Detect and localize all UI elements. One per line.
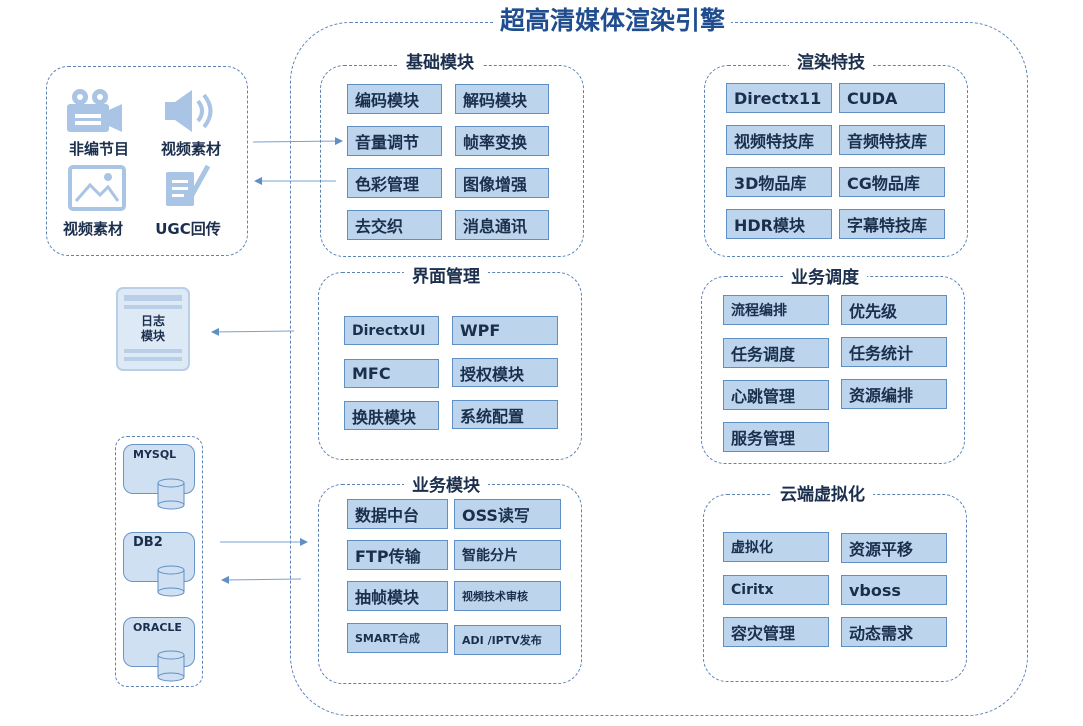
module-data-platform[interactable]: 数据中台 (347, 499, 448, 529)
module-subtitle-fx[interactable]: 字幕特技库 (839, 209, 945, 239)
module-resource-orch[interactable]: 资源编排 (841, 379, 947, 409)
module-video-review[interactable]: 视频技术审核 (454, 581, 561, 611)
module-smart-compose[interactable]: SMART合成 (347, 623, 448, 653)
module-vboss[interactable]: vboss (841, 575, 947, 605)
group-title-dispatch: 业务调度 (783, 268, 867, 288)
module-framerate[interactable]: 帧率变换 (455, 126, 549, 156)
module-deinterlace[interactable]: 去交织 (347, 210, 442, 240)
database-panel (115, 436, 203, 687)
module-resource-migrate[interactable]: 资源平移 (841, 533, 947, 563)
module-video-fx[interactable]: 视频特技库 (726, 125, 832, 155)
group-title-ui: 界面管理 (404, 267, 488, 287)
module-virtualization[interactable]: 虚拟化 (723, 532, 829, 562)
module-cuda[interactable]: CUDA (839, 83, 945, 113)
db-label-oracle: ORACLE (133, 621, 182, 634)
module-frame-extract[interactable]: 抽帧模块 (347, 581, 448, 611)
module-sysconfig[interactable]: 系统配置 (452, 400, 558, 429)
source-label-program: 非编节目 (68, 140, 129, 158)
module-directxui[interactable]: DirectxUI (344, 316, 439, 345)
module-workflow[interactable]: 流程编排 (723, 295, 829, 325)
module-service-mgmt[interactable]: 服务管理 (723, 422, 829, 452)
module-license[interactable]: 授权模块 (452, 358, 558, 387)
page-title: 超高清媒体渲染引擎 (494, 5, 732, 37)
source-label-video-2: 视频素材 (62, 220, 123, 238)
log-module-line2: 模块 (140, 329, 165, 343)
module-audio-fx[interactable]: 音频特技库 (839, 125, 945, 155)
module-priority[interactable]: 优先级 (841, 295, 947, 325)
db-label-mysql: MYSQL (133, 448, 177, 461)
module-color[interactable]: 色彩管理 (347, 168, 442, 198)
database-icon (157, 565, 185, 597)
group-title-render: 渲染特技 (789, 53, 873, 73)
module-enhance[interactable]: 图像增强 (455, 168, 549, 198)
source-label-video-1: 视频素材 (160, 140, 221, 158)
module-messaging[interactable]: 消息通讯 (455, 210, 549, 240)
video-camera-icon (67, 89, 122, 132)
module-volume[interactable]: 音量调节 (347, 126, 442, 156)
speaker-icon (165, 90, 213, 132)
module-disaster-recovery[interactable]: 容灾管理 (723, 617, 829, 647)
source-label-ugc: UGC回传 (155, 220, 221, 238)
database-icon (157, 650, 185, 682)
source-panel (46, 66, 248, 256)
module-decode[interactable]: 解码模块 (455, 84, 549, 114)
module-3d-lib[interactable]: 3D物品库 (726, 167, 832, 197)
module-dynamic-demand[interactable]: 动态需求 (841, 617, 947, 647)
module-ftp[interactable]: FTP传输 (347, 540, 448, 570)
module-ciritx[interactable]: Ciritx (723, 575, 829, 605)
module-directx11[interactable]: Directx11 (726, 83, 832, 113)
image-icon (68, 165, 126, 211)
edit-note-icon (166, 164, 211, 206)
log-module-line1: 日志 (140, 314, 165, 328)
module-adi-iptv[interactable]: ADI /IPTV发布 (454, 625, 561, 655)
module-mfc[interactable]: MFC (344, 359, 439, 388)
log-module-label: 日志 模块 (116, 314, 190, 344)
db-label-db2: DB2 (133, 535, 163, 550)
module-heartbeat[interactable]: 心跳管理 (723, 380, 829, 410)
module-oss[interactable]: OSS读写 (454, 499, 561, 529)
group-title-business: 业务模块 (404, 476, 488, 496)
module-wpf[interactable]: WPF (452, 316, 558, 345)
group-title-basic: 基础模块 (398, 53, 482, 73)
group-title-cloud: 云端虚拟化 (772, 485, 873, 505)
module-smart-split[interactable]: 智能分片 (454, 540, 561, 570)
module-skin[interactable]: 换肤模块 (344, 401, 439, 430)
module-cg-lib[interactable]: CG物品库 (839, 167, 945, 197)
module-encode[interactable]: 编码模块 (347, 84, 442, 114)
log-document-icon (116, 287, 190, 371)
module-task-schedule[interactable]: 任务调度 (723, 338, 829, 368)
database-icon (157, 478, 185, 510)
module-hdr[interactable]: HDR模块 (726, 209, 832, 239)
module-task-stats[interactable]: 任务统计 (841, 337, 947, 367)
